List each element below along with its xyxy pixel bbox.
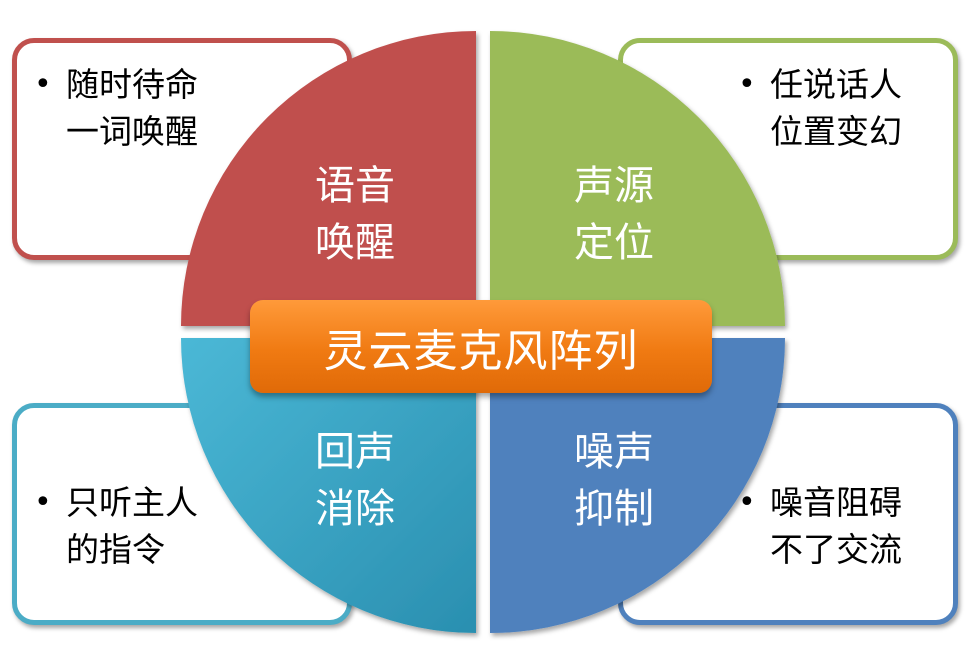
echo-cancellation-quadrant <box>181 338 476 633</box>
quadrant-label-line: 定位 <box>574 220 654 266</box>
bullet-line: 一词唤醒 <box>66 112 198 151</box>
wake-word-bullet: • 随时待命 一词唤醒 <box>34 61 198 155</box>
quadrant-label-line: 声源 <box>574 163 654 209</box>
bullet-dot-icon: • <box>738 485 756 520</box>
wake-word-label: 语音 唤醒 <box>295 158 415 272</box>
bullet-line: 只听主人 <box>66 483 198 522</box>
echo-cancellation-label: 回声 消除 <box>295 424 415 538</box>
quadrant-label-line: 抑制 <box>574 486 654 532</box>
bullet-dot-icon: • <box>34 67 52 102</box>
bullet-dot-icon: • <box>34 485 52 520</box>
quadrant-label-line: 语音 <box>315 163 395 209</box>
bullet-line: 位置变幻 <box>770 112 902 151</box>
bullet-line: 不了交流 <box>770 530 902 569</box>
center-title-banner: 灵云麦克风阵列 <box>250 300 712 393</box>
source-localization-label: 声源 定位 <box>554 158 674 272</box>
quadrant-label-line: 唤醒 <box>315 220 395 266</box>
wake-word-quadrant <box>181 31 476 326</box>
bullet-dot-icon: • <box>738 67 756 102</box>
source-localization-quadrant <box>490 31 785 326</box>
bullet-line: 随时待命 <box>66 65 198 104</box>
noise-suppression-quadrant <box>490 338 785 633</box>
noise-suppression-label: 噪声 抑制 <box>554 424 674 538</box>
source-localization-bullet: • 任说话人 位置变幻 <box>738 61 902 155</box>
echo-cancellation-bullet: • 只听主人 的指令 <box>34 479 198 573</box>
bullet-line: 噪音阻碍 <box>770 483 902 522</box>
center-title: 灵云麦克风阵列 <box>323 325 639 377</box>
quadrant-label-line: 消除 <box>315 486 395 532</box>
quadrant-label-line: 回声 <box>315 429 395 475</box>
quadrant-label-line: 噪声 <box>574 429 654 475</box>
bullet-line: 任说话人 <box>770 65 902 104</box>
bullet-line: 的指令 <box>66 530 165 569</box>
noise-suppression-bullet: • 噪音阻碍 不了交流 <box>738 479 902 573</box>
